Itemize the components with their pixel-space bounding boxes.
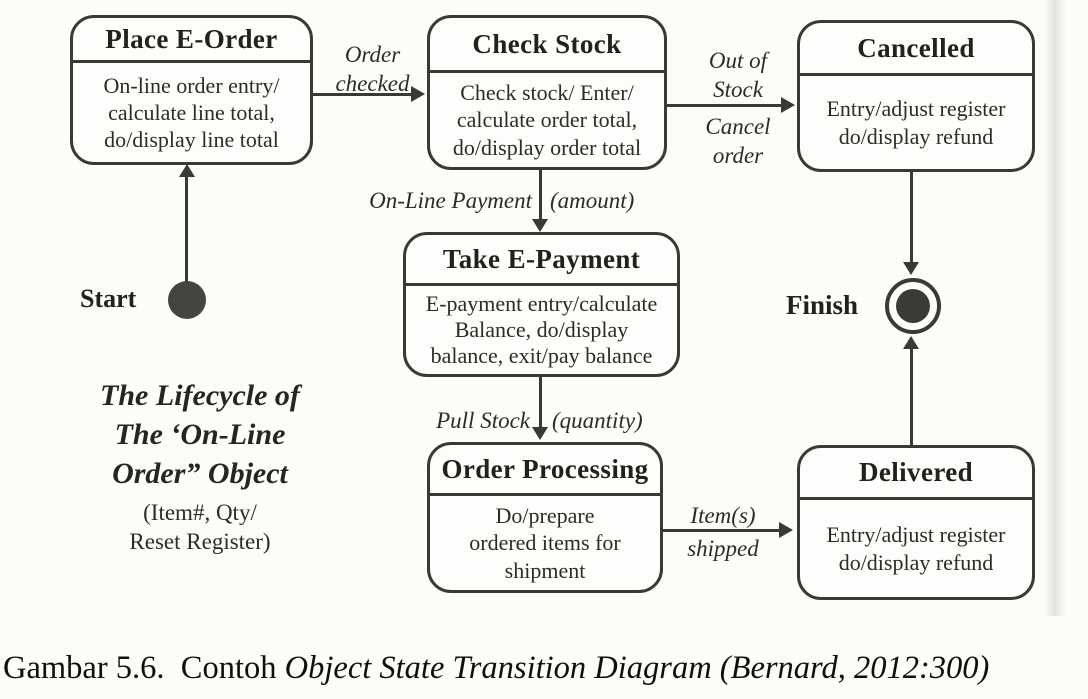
transition-label-quantity: (quantity) — [552, 408, 643, 433]
transition-line-delivered-to-finish — [910, 348, 913, 445]
transition-label-online-payment: On-Line Payment — [369, 188, 532, 213]
start-state-icon — [168, 281, 206, 319]
transition-line-check-to-cancelled — [667, 104, 783, 107]
state-title: Take E-Payment — [406, 235, 677, 286]
caption-text: Gambar 5.6. Contoh — [3, 650, 285, 686]
state-place-e-order: Place E-Order On-line order entry/ calcu… — [70, 15, 313, 165]
transition-line-cancelled-to-finish — [910, 172, 913, 262]
arrowhead-down-icon — [903, 262, 919, 275]
transition-label-amount: (amount) — [550, 188, 635, 213]
diagram-note: The Lifecycle of The ‘On-Line Order” Obj… — [50, 376, 350, 556]
transition-label-order-checked: Order checked — [335, 42, 410, 97]
state-body: Check stock/ Enter/ calculate order tota… — [452, 80, 642, 160]
caption-italic-text: Object State Transition Diagram (Bernard… — [284, 650, 990, 686]
note-title: The Lifecycle of The ‘On-Line Order” Obj… — [100, 379, 300, 490]
transition-label-out-of-stock: Out of Stock — [708, 48, 768, 103]
finish-label: Finish — [786, 290, 859, 320]
state-check-stock: Check Stock Check stock/ Enter/ calculat… — [427, 15, 667, 170]
arrowhead-down-icon — [532, 427, 548, 440]
transition-label-cancel-order: Cancel order — [705, 114, 771, 169]
state-delivered: Delivered Entry/adjust register do/displ… — [797, 445, 1035, 600]
final-state-icon — [885, 278, 941, 334]
arrowhead-right-icon — [781, 97, 795, 113]
transition-label-items: Item(s) — [690, 503, 756, 528]
transition-label-pull-stock: Pull Stock — [436, 408, 530, 433]
final-state-inner-dot — [896, 289, 930, 323]
state-title: Delivered — [800, 448, 1032, 500]
state-title: Check Stock — [430, 18, 664, 73]
arrowhead-right-icon — [411, 86, 425, 102]
arrowhead-up-icon — [179, 164, 195, 177]
state-body: E-payment entry/calculate Balance, do/di… — [425, 291, 658, 368]
transition-line-place-to-check — [313, 93, 413, 96]
state-title: Place E-Order — [73, 18, 310, 63]
state-body: On-line order entry/ calculate line tota… — [103, 72, 280, 153]
state-title: Order Processing — [430, 445, 660, 496]
state-order-processing: Order Processing Do/prepare ordered item… — [427, 442, 663, 593]
figure-caption: Gambar 5.6. Contoh Object State Transiti… — [3, 650, 1087, 687]
page-edge-shadow — [1044, 0, 1066, 616]
transition-line-start-to-place — [185, 176, 188, 282]
state-body: Entry/adjust register do/display refund — [826, 96, 1006, 149]
arrowhead-up-icon — [903, 336, 919, 349]
arrowhead-right-icon — [779, 522, 793, 538]
note-subtitle: (Item#, Qty/ Reset Register) — [129, 500, 271, 555]
state-take-e-payment: Take E-Payment E-payment entry/calculate… — [403, 232, 680, 377]
transition-label-shipped: shipped — [687, 536, 759, 561]
state-title: Cancelled — [800, 23, 1032, 76]
state-body: Do/prepare ordered items for shipment — [469, 503, 621, 583]
transition-line-check-to-payment — [539, 170, 542, 220]
state-body: Entry/adjust register do/display refund — [826, 522, 1006, 575]
transition-line-processing-to-delivered — [663, 529, 781, 532]
start-label: Start — [80, 284, 137, 313]
state-cancelled: Cancelled Entry/adjust register do/displ… — [797, 20, 1035, 172]
arrowhead-down-icon — [532, 219, 548, 232]
transition-line-payment-to-processing — [539, 377, 542, 427]
